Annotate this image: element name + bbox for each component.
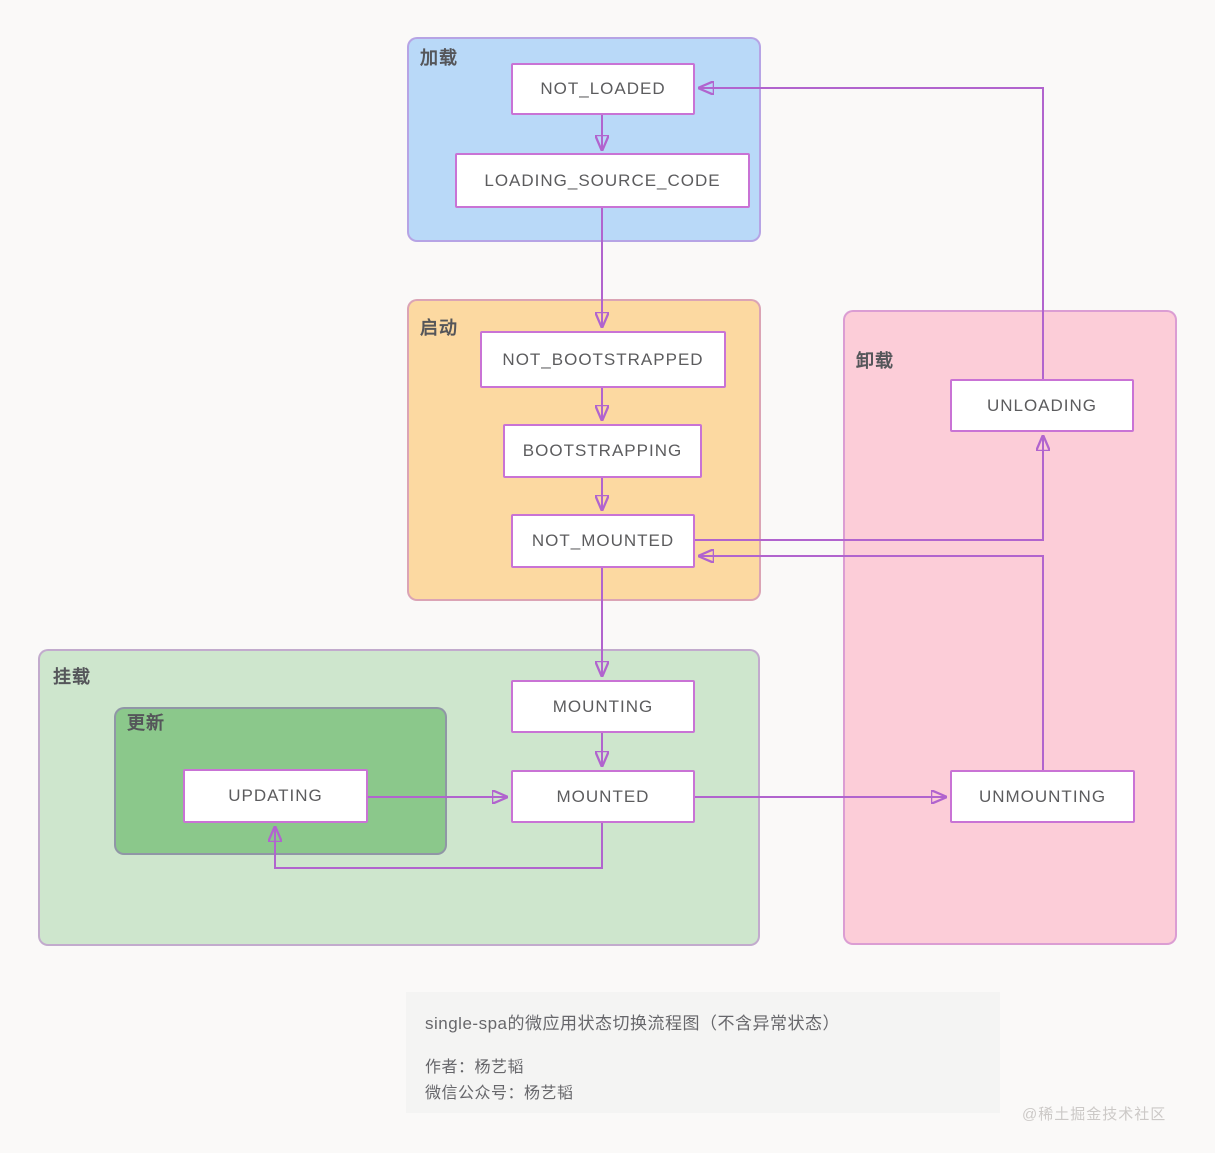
group-bootstrap-title: 启动 [420,318,458,338]
state-bootstrapping: BOOTSTRAPPING [503,424,702,478]
caption-author-line: 作者：杨艺韬 [425,1059,525,1076]
group-load-title: 加载 [420,48,458,68]
juejin-watermark: @稀土掘金技术社区 [1022,1106,1167,1123]
caption-box: single-spa的微应用状态切换流程图（不含异常状态） 作者：杨艺韬 微信公… [406,992,1000,1113]
state-not-loaded: NOT_LOADED [511,63,695,115]
group-mount-title: 挂载 [53,667,91,687]
state-unloading: UNLOADING [950,379,1134,432]
state-not-bootstrapped: NOT_BOOTSTRAPPED [480,331,726,388]
group-unload-title: 卸载 [856,351,894,371]
group-update-title: 更新 [127,713,165,733]
state-updating: UPDATING [183,769,368,823]
state-mounted: MOUNTED [511,770,695,823]
caption-title: single-spa的微应用状态切换流程图（不含异常状态） [425,1014,840,1033]
state-unmounting: UNMOUNTING [950,770,1135,823]
state-mounting: MOUNTING [511,680,695,733]
state-not-mounted: NOT_MOUNTED [511,514,695,568]
caption-wechat-line: 微信公众号：杨艺韬 [425,1085,574,1102]
state-loading-source-code: LOADING_SOURCE_CODE [455,153,750,208]
